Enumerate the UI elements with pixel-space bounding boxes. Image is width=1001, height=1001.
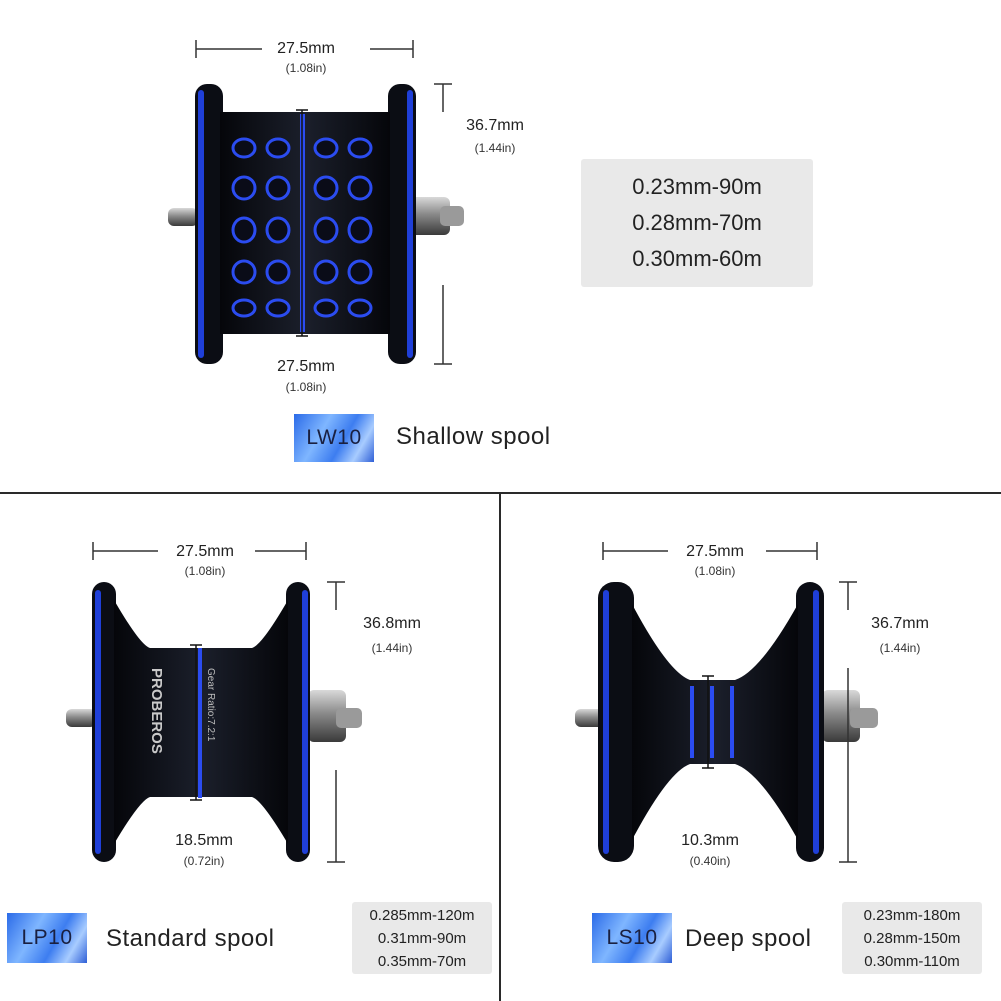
model-badge-lp10: LP10 xyxy=(7,913,87,963)
dimension-in: (1.44in) xyxy=(371,641,413,655)
capacity-line: 0.30mm-110m xyxy=(864,952,960,970)
dimension-in: (1.08in) xyxy=(184,564,226,578)
dimension-mm: 27.5mm xyxy=(277,358,335,375)
deep-width-dimension: 27.5mm (1.08in) xyxy=(662,543,768,578)
deep-line-capacity-box: 0.23mm-180m 0.28mm-150m 0.30mm-110m xyxy=(842,902,982,974)
standard-width-dimension: 27.5mm (1.08in) xyxy=(152,543,258,578)
dimension-mm: 27.5mm xyxy=(176,543,234,560)
shallow-line-capacity-box: 0.23mm-90m 0.28mm-70m 0.30mm-60m xyxy=(581,159,813,287)
shallow-bottom-width-dimension: 27.5mm (1.08in) xyxy=(256,358,356,394)
deep-height-dimension: 36.7mm (1.44in) xyxy=(860,615,940,655)
dimension-mm: 10.3mm xyxy=(681,832,739,849)
capacity-line: 0.35mm-70m xyxy=(377,952,467,970)
spool-name-shallow: Shallow spool xyxy=(396,423,551,450)
shallow-dimension-lines xyxy=(195,40,452,365)
deep-dimension-lines xyxy=(602,542,857,863)
standard-height-dimension: 36.8mm (1.44in) xyxy=(352,615,432,655)
dimension-in: (1.08in) xyxy=(694,564,736,578)
dimension-mm: 18.5mm xyxy=(175,832,233,849)
standard-spool-image: PROBEROS Gear Ratio:7.2:1 xyxy=(66,582,362,862)
standard-core-dimension: 18.5mm (0.72in) xyxy=(154,832,254,868)
deep-spool-image xyxy=(575,582,878,862)
model-badge-lw10: LW10 xyxy=(294,414,374,462)
dimension-in: (1.08in) xyxy=(285,380,327,394)
dimension-mm: 36.7mm xyxy=(871,615,929,632)
spool-gear-ratio-print: Gear Ratio:7.2:1 xyxy=(205,668,216,742)
capacity-line: 0.23mm-180m xyxy=(863,906,961,924)
dimension-in: (1.08in) xyxy=(285,61,327,75)
shallow-height-dimension: 36.7mm (1.44in) xyxy=(455,117,535,155)
spool-brand-print: PROBEROS xyxy=(148,668,165,754)
dimension-in: (0.40in) xyxy=(689,854,731,868)
dimension-mm: 36.8mm xyxy=(363,615,421,632)
capacity-line: 0.31mm-90m xyxy=(377,929,467,947)
capacity-line: 0.28mm-70m xyxy=(632,210,762,235)
model-badge-ls10: LS10 xyxy=(592,913,672,963)
capacity-line: 0.23mm-90m xyxy=(632,174,762,199)
spool-name-standard: Standard spool xyxy=(106,925,275,952)
dimension-mm: 27.5mm xyxy=(277,40,335,57)
shallow-spool-image xyxy=(168,84,464,364)
dimension-in: (0.72in) xyxy=(183,854,225,868)
dimension-mm: 27.5mm xyxy=(686,543,744,560)
deep-core-dimension: 10.3mm (0.40in) xyxy=(660,832,760,868)
vertical-divider xyxy=(499,493,501,1001)
capacity-line: 0.285mm-120m xyxy=(369,906,475,924)
dimension-in: (1.44in) xyxy=(879,641,921,655)
capacity-line: 0.30mm-60m xyxy=(632,246,762,271)
shallow-top-width-dimension: 27.5mm (1.08in) xyxy=(256,40,356,75)
dimension-in: (1.44in) xyxy=(474,141,516,155)
capacity-line: 0.28mm-150m xyxy=(863,929,961,947)
standard-line-capacity-box: 0.285mm-120m 0.31mm-90m 0.35mm-70m xyxy=(352,902,492,974)
spool-name-deep: Deep spool xyxy=(685,925,812,952)
dimension-mm: 36.7mm xyxy=(466,117,524,134)
standard-dimension-lines xyxy=(92,542,345,863)
